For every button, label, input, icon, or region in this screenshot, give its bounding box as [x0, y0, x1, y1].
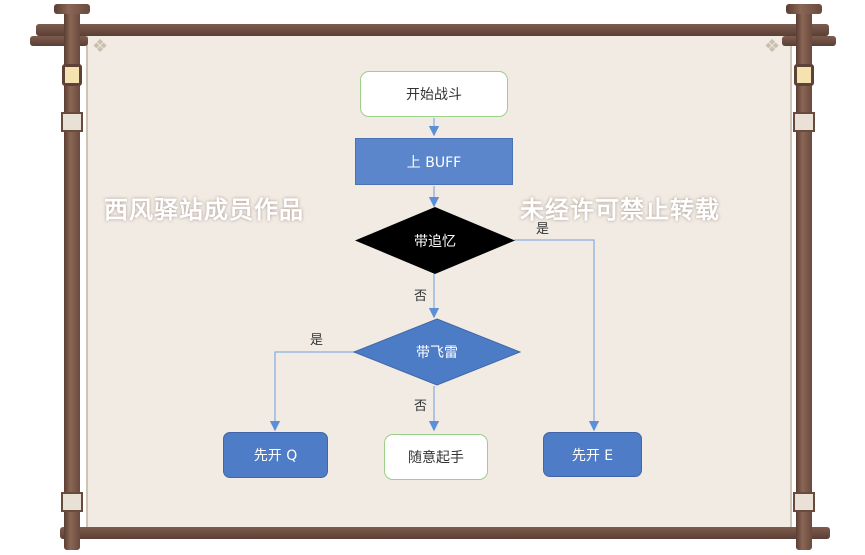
thunder-decision-shape	[353, 318, 521, 386]
bottom-beam	[60, 527, 830, 539]
left-pole-cap	[54, 4, 90, 14]
right-pole-cap	[786, 4, 822, 14]
left-beam-end	[30, 36, 88, 46]
free-start-node: 随意起手	[384, 434, 488, 480]
watermark-right: 未经许可禁止转载	[520, 196, 720, 224]
start-node: 开始战斗	[360, 71, 508, 117]
corner-ornament-icon: ❖	[92, 36, 109, 57]
recall-decision-label: 带追忆	[414, 233, 456, 250]
right-pole-band	[793, 112, 815, 132]
left-pole	[64, 4, 80, 550]
thunder-no-label: 否	[414, 399, 428, 414]
right-lantern-icon	[794, 64, 814, 86]
corner-ornament-icon: ❖	[764, 36, 781, 57]
buff-node: 上 BUFF	[355, 138, 513, 185]
thunder-yes-label: 是	[310, 333, 324, 348]
arrow-thunder-yes	[269, 351, 355, 432]
q-first-node: 先开 Q	[223, 432, 328, 478]
right-pole	[796, 4, 812, 550]
left-lantern-icon	[62, 64, 82, 86]
watermark-left: 西风驿站成员作品	[104, 196, 304, 224]
thunder-decision-label: 带飞雷	[416, 345, 458, 361]
recall-no-label: 否	[414, 289, 428, 304]
left-pole-band	[61, 492, 83, 512]
left-pole-band	[61, 112, 83, 132]
recall-decision-shape	[355, 207, 515, 274]
top-beam	[36, 24, 829, 36]
e-first-node: 先开 E	[543, 432, 642, 477]
arrow-recall-yes	[514, 239, 600, 432]
recall-yes-label: 是	[536, 222, 550, 237]
right-pole-band	[793, 492, 815, 512]
